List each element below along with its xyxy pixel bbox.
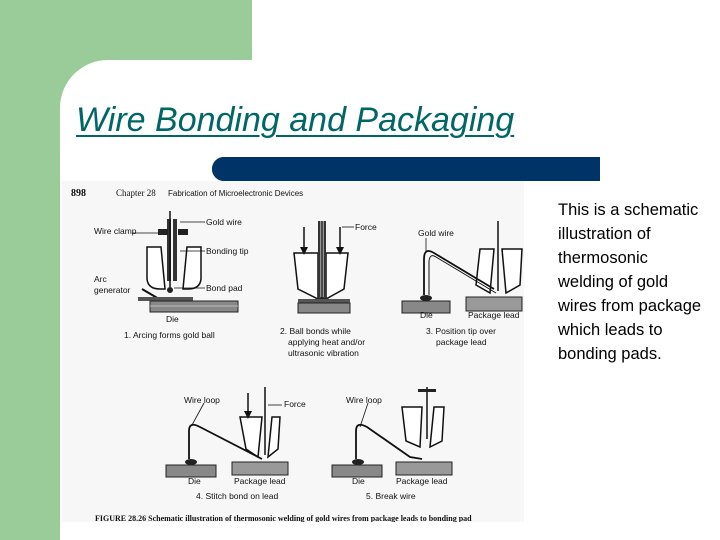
step-4-caption: 4. Stitch bond on lead (196, 491, 279, 501)
label-generator: generator (94, 285, 131, 295)
label-gold-wire-1: Gold wire (206, 217, 242, 227)
figure-chapter-title: Fabrication of Microelectronic Devices (168, 189, 303, 198)
label-force-4: Force (284, 399, 306, 409)
label-package-lead-5: Package lead (396, 476, 448, 486)
label-wire-loop-5: Wire loop (346, 395, 382, 405)
step-3-caption-line2: package lead (436, 337, 487, 347)
figure-chapter: Chapter 28 (116, 188, 156, 198)
step-5-caption: 5. Break wire (366, 491, 416, 501)
slide-caption: This is a schematic illustration of ther… (558, 201, 702, 363)
label-die-1: Die (166, 314, 179, 324)
wire-bonding-figure: 898 Chapter 28 Fabrication of Microelect… (62, 181, 524, 522)
label-gold-wire-3: Gold wire (418, 228, 454, 238)
step-3-caption-line1: 3. Position tip over (426, 326, 496, 336)
figure-page-number: 898 (71, 188, 86, 199)
label-wire-clamp: Wire clamp (94, 226, 137, 236)
panel-2-ball-bond: Force 2. Ball bonds while applying heat … (280, 221, 377, 358)
step-2-caption-line1: 2. Ball bonds while (280, 326, 351, 336)
slide-title: Wire Bonding and Packaging (76, 101, 515, 139)
label-die-4: Die (188, 476, 201, 486)
step-2-caption-line2: applying heat and/or (288, 337, 365, 347)
step-2-caption-line3: ultrasonic vibration (288, 348, 359, 358)
step-1-caption: 1. Arcing forms gold ball (124, 330, 215, 340)
label-die-5: Die (352, 476, 365, 486)
title-accent-bar (212, 157, 600, 181)
label-die-3: Die (420, 310, 433, 320)
panel-1-arcing: Gold wire Wire clamp Bonding tip Arc gen… (94, 211, 249, 340)
label-package-lead-3: Package lead (468, 310, 520, 320)
panel-5-break-wire: Wire loop Die Package lead 5. Break wire (331, 387, 453, 501)
figure-caption: FIGURE 28.26 Schematic illustration of t… (95, 514, 472, 522)
background-green-strip (0, 0, 60, 540)
label-wire-loop-4: Wire loop (184, 395, 220, 405)
panel-3-position-tip: Gold wire Die Package lead 3. Position t… (401, 221, 523, 347)
label-arc: Arc (94, 274, 108, 284)
label-force-2: Force (355, 222, 377, 232)
panel-4-stitch-bond: Wire loop Force Die Package lead 4. Stit… (165, 387, 306, 501)
label-bonding-tip: Bonding tip (206, 246, 249, 256)
label-package-lead-4: Package lead (234, 476, 286, 486)
label-bond-pad-1: Bond pad (206, 283, 243, 293)
